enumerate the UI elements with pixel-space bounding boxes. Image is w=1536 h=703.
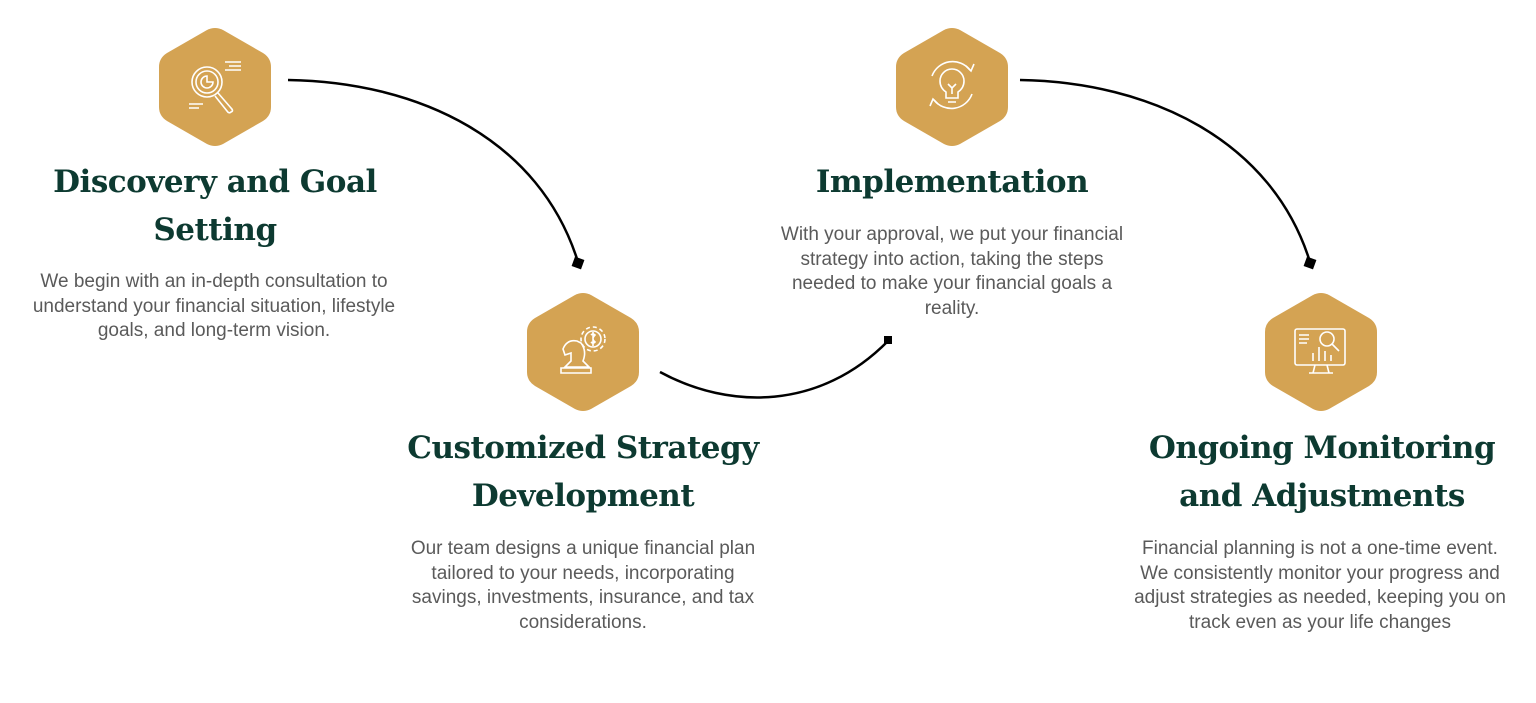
- step-1-title: Discovery and Goal Setting: [53, 164, 377, 248]
- step-1-hexagon: [159, 28, 271, 146]
- connector-2-3: [659, 340, 889, 399]
- step-3-description: With your approval, we put your financia…: [780, 224, 1124, 319]
- connector-end-3: [1303, 256, 1317, 270]
- step-3-title: Implementation: [815, 164, 1089, 200]
- lightbulb-cycle-icon: [929, 60, 975, 110]
- connector-end-1: [571, 256, 585, 270]
- monitor-analytics-icon: [1294, 328, 1346, 374]
- chess-knight-gear-dollar-icon: [560, 326, 606, 374]
- step-4-description: Financial planning is not a one-time eve…: [1134, 538, 1506, 633]
- step-2-hexagon: [527, 293, 639, 411]
- step-2-title: Customized Strategy Development: [407, 430, 759, 514]
- step-1-description: We begin with an in-depth consultation t…: [32, 271, 396, 341]
- step-3-hexagon: [896, 28, 1008, 146]
- step-2-description: Our team designs a unique financial plan…: [410, 538, 756, 633]
- magnifier-chart-icon: [189, 61, 241, 114]
- step-4-hexagon: [1265, 293, 1377, 411]
- connector-end-2: [884, 336, 892, 344]
- connector-3-4: [1019, 78, 1312, 263]
- step-4-title: Ongoing Monitoring and Adjustments: [1148, 430, 1496, 514]
- connector-1-2: [287, 78, 580, 263]
